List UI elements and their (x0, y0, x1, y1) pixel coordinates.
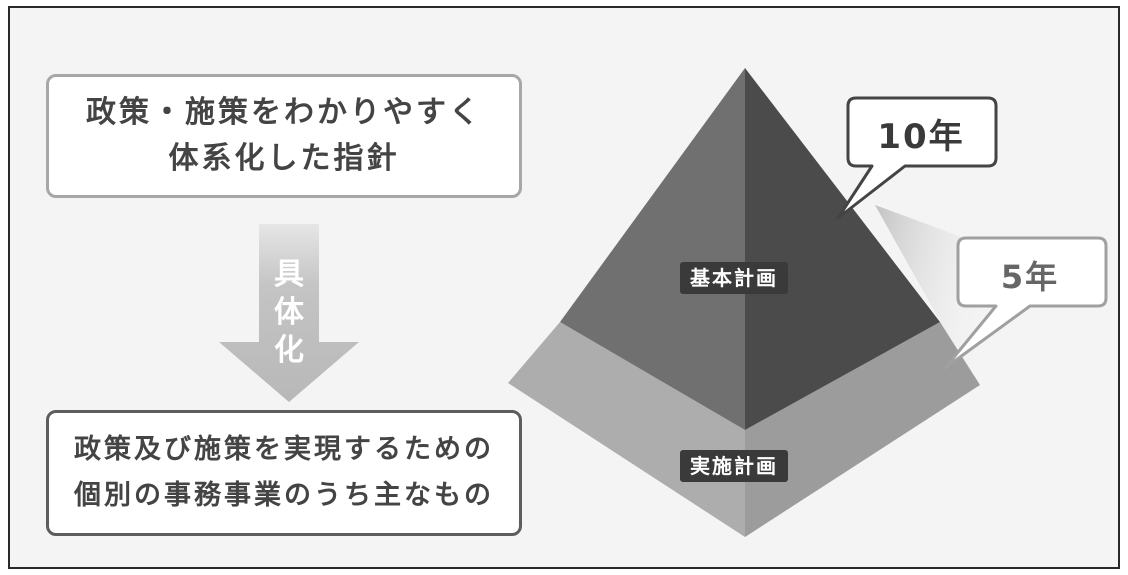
five-years-bubble (943, 236, 1108, 370)
policy-guideline-box: 政策・施策をわかりやすく 体系化した指針 (46, 74, 522, 198)
ten-years-bubble (836, 96, 998, 220)
projects-box: 政策及び施策を実現するための 個別の事務事業のうち主なもの (46, 410, 522, 536)
pyramid-lower-right-face (745, 322, 980, 537)
pyramid-upper-left-face (560, 68, 745, 430)
arrow-char-3: 化 (274, 333, 304, 368)
concretize-arrow: 具 体 化 (214, 224, 364, 404)
projects-line1: 政策及び施策を実現するための (74, 434, 494, 465)
implementation-plan-label: 実施計画 (680, 450, 788, 482)
policy-guideline-line1: 政策・施策をわかりやすく (86, 95, 482, 130)
arrow-char-2: 体 (274, 295, 304, 330)
ten-years-text: 10年 (877, 117, 965, 157)
policy-guideline-line2: 体系化した指針 (168, 141, 400, 176)
pyramid-upper-right-face (745, 68, 940, 430)
arrow-label: 具 体 化 (264, 256, 314, 370)
basic-plan-label: 基本計画 (680, 262, 788, 294)
five-years-text: 5年 (1000, 258, 1060, 296)
arrow-char-1: 具 (274, 257, 304, 292)
projects-line2: 個別の事務事業のうち主なもの (74, 480, 494, 511)
pyramid-lower-left-face (508, 322, 745, 537)
down-arrow-icon (219, 224, 359, 402)
